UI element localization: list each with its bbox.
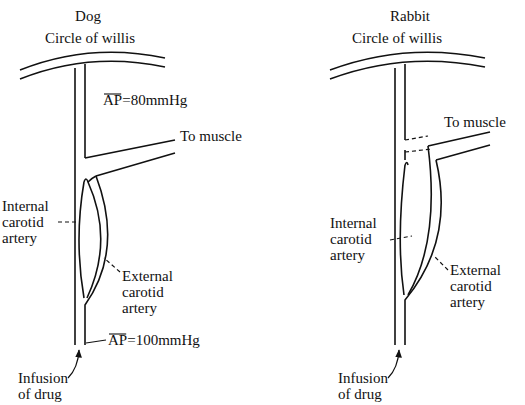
panel-title: Dog [58,8,118,24]
panel-title: Rabbit [375,8,445,24]
part-label: To muscle [180,128,260,144]
ligation-dash [405,149,432,152]
part-label: Internal carotid artery [330,215,388,263]
leader-line [104,258,120,272]
ligation-dash [405,136,428,140]
part-label: Infusion of drug [18,370,82,402]
leader-line [86,340,106,343]
part-label: Infusion of drug [338,370,402,402]
part-label: External carotid artery [122,268,186,316]
part-label: AP=100mmHg [108,332,218,348]
leader-line [434,256,448,270]
leader-line [58,221,80,222]
part-label: Circle of willis [352,30,472,46]
part-label: To muscle [444,114,524,130]
part-label: Circle of willis [45,30,165,46]
part-label: Internal carotid artery [2,198,58,246]
leader-line [390,236,412,240]
part-label: AP=80mmHg [103,92,203,108]
infusion-arrow [388,350,399,378]
part-label: External carotid artery [450,262,516,310]
infusion-arrow [68,350,79,378]
